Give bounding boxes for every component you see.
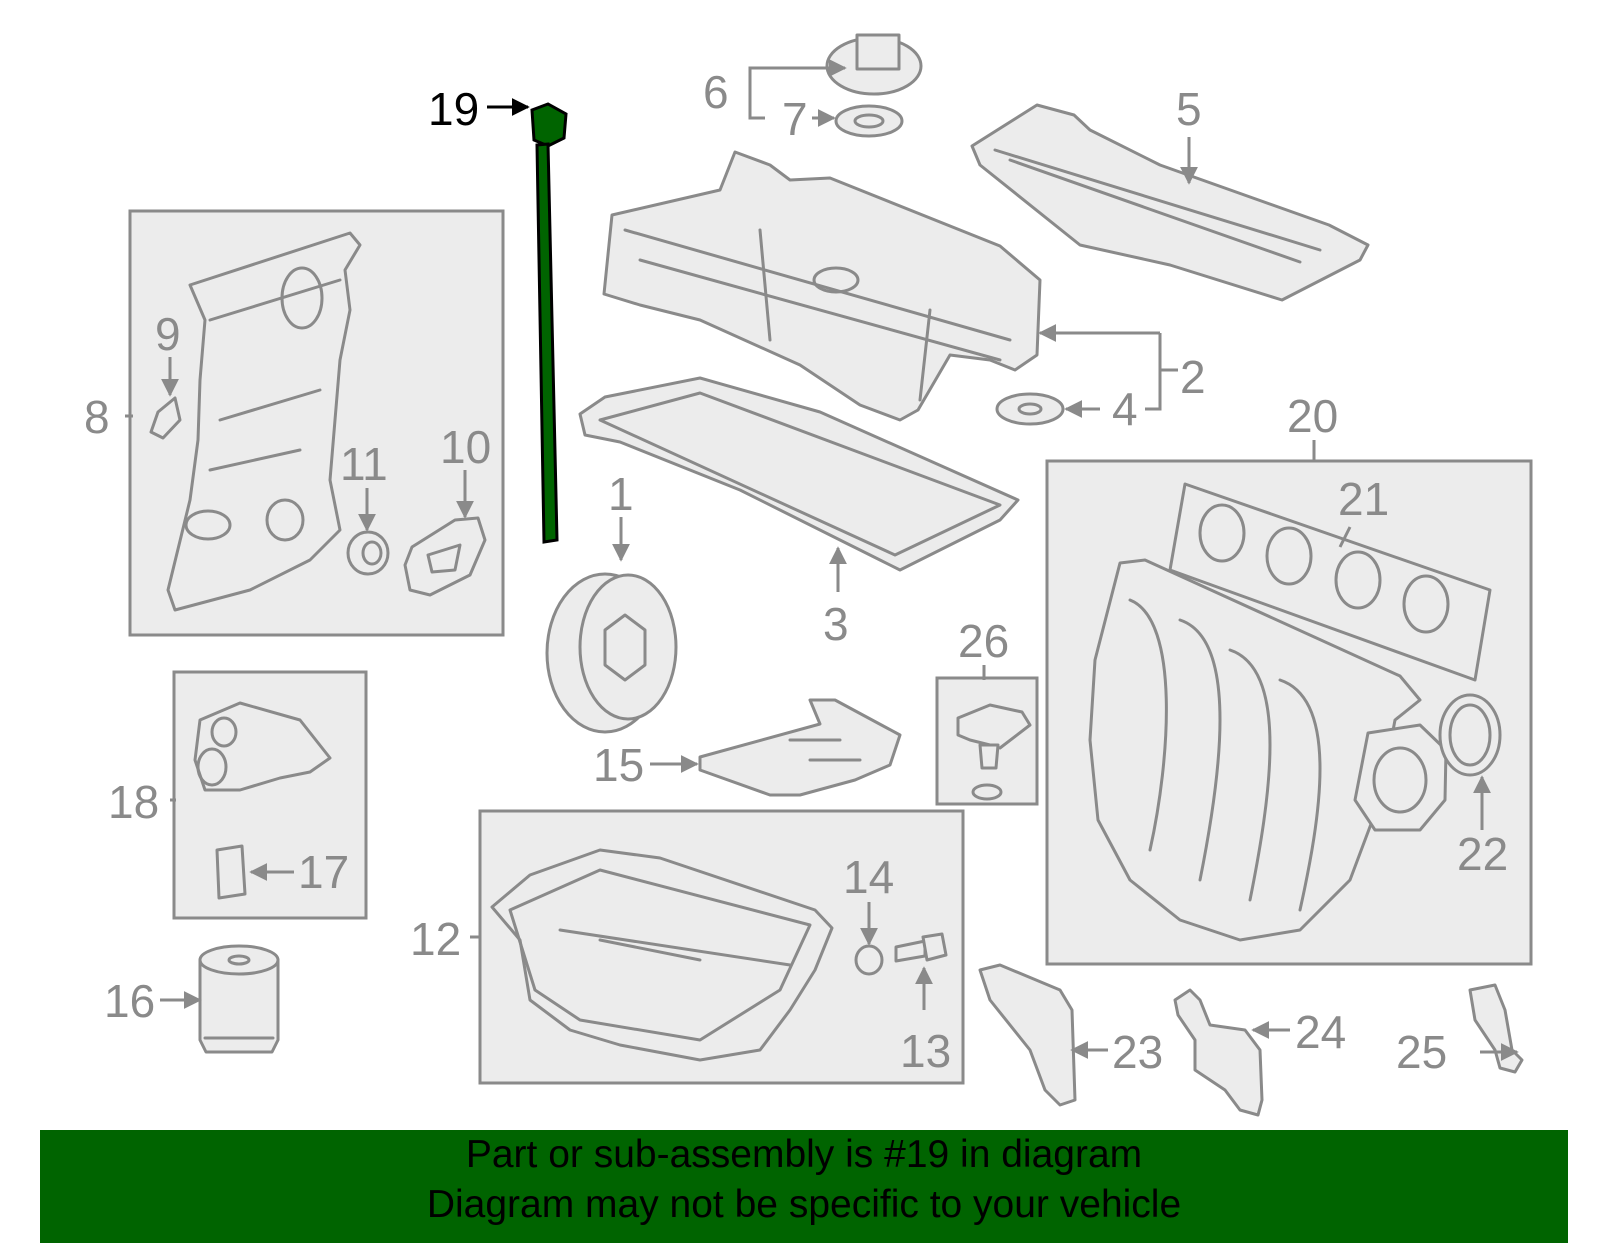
label-24: 24	[1295, 1006, 1346, 1058]
label-8: 8	[84, 391, 110, 443]
baffle-plate-part-15	[698, 698, 902, 797]
label-2: 2	[1180, 351, 1206, 403]
oil-pan-part-12	[490, 848, 834, 1062]
label-5: 5	[1176, 83, 1202, 135]
gasket-part-9	[149, 396, 182, 440]
label-17: 17	[298, 846, 349, 898]
label-15: 15	[593, 739, 644, 791]
label-9: 9	[155, 308, 181, 360]
bracket-part-24	[1173, 988, 1264, 1117]
washer-part-4	[995, 392, 1065, 426]
label-10: 10	[440, 421, 491, 473]
label-11: 11	[340, 438, 388, 490]
label-16: 16	[104, 975, 155, 1027]
map-sensor-part-26	[956, 703, 1032, 801]
label-1: 1	[608, 468, 634, 520]
bracket-part-25	[1468, 983, 1524, 1074]
element-part-17	[215, 844, 247, 900]
label-22: 22	[1457, 828, 1508, 880]
label-6: 6	[703, 66, 729, 118]
intake-manifold-part-20	[1088, 558, 1422, 942]
seal-ring-part-22	[1438, 693, 1502, 777]
banner-line-2: Diagram may not be specific to your vehi…	[426, 1183, 1182, 1226]
oil-filter-part-16	[198, 944, 280, 1054]
label-3: 3	[823, 598, 849, 650]
label-21: 21	[1338, 473, 1389, 525]
label-14: 14	[843, 851, 894, 903]
label-18: 18	[108, 776, 159, 828]
label-7: 7	[782, 93, 808, 145]
label-19: 19	[428, 83, 479, 135]
bracket-part-23	[978, 963, 1077, 1107]
label-23: 23	[1112, 1026, 1163, 1078]
label-26: 26	[958, 615, 1009, 667]
label-25: 25	[1396, 1026, 1447, 1078]
dipstick-part-19[interactable]	[530, 102, 568, 544]
intake-gasket-part-21	[1168, 482, 1492, 682]
label-4: 4	[1112, 383, 1138, 435]
info-banner: Part or sub-assembly is #19 in diagram D…	[40, 1130, 1568, 1243]
label-13: 13	[900, 1025, 951, 1077]
cap-gasket-part-7	[834, 104, 904, 138]
banner-line-1: Part or sub-assembly is #19 in diagram	[465, 1133, 1143, 1176]
label-12: 12	[410, 913, 461, 965]
timing-cover-part-8	[166, 231, 362, 612]
oil-seal-part-11	[346, 530, 390, 576]
drain-washer-part-14	[854, 944, 884, 976]
cover-plate-part-10	[403, 516, 487, 597]
valve-cover-gasket-part-3	[578, 376, 1020, 572]
label-20: 20	[1287, 390, 1338, 442]
drain-bolt-part-13	[894, 932, 948, 963]
crank-pulley-part-1	[545, 572, 678, 734]
